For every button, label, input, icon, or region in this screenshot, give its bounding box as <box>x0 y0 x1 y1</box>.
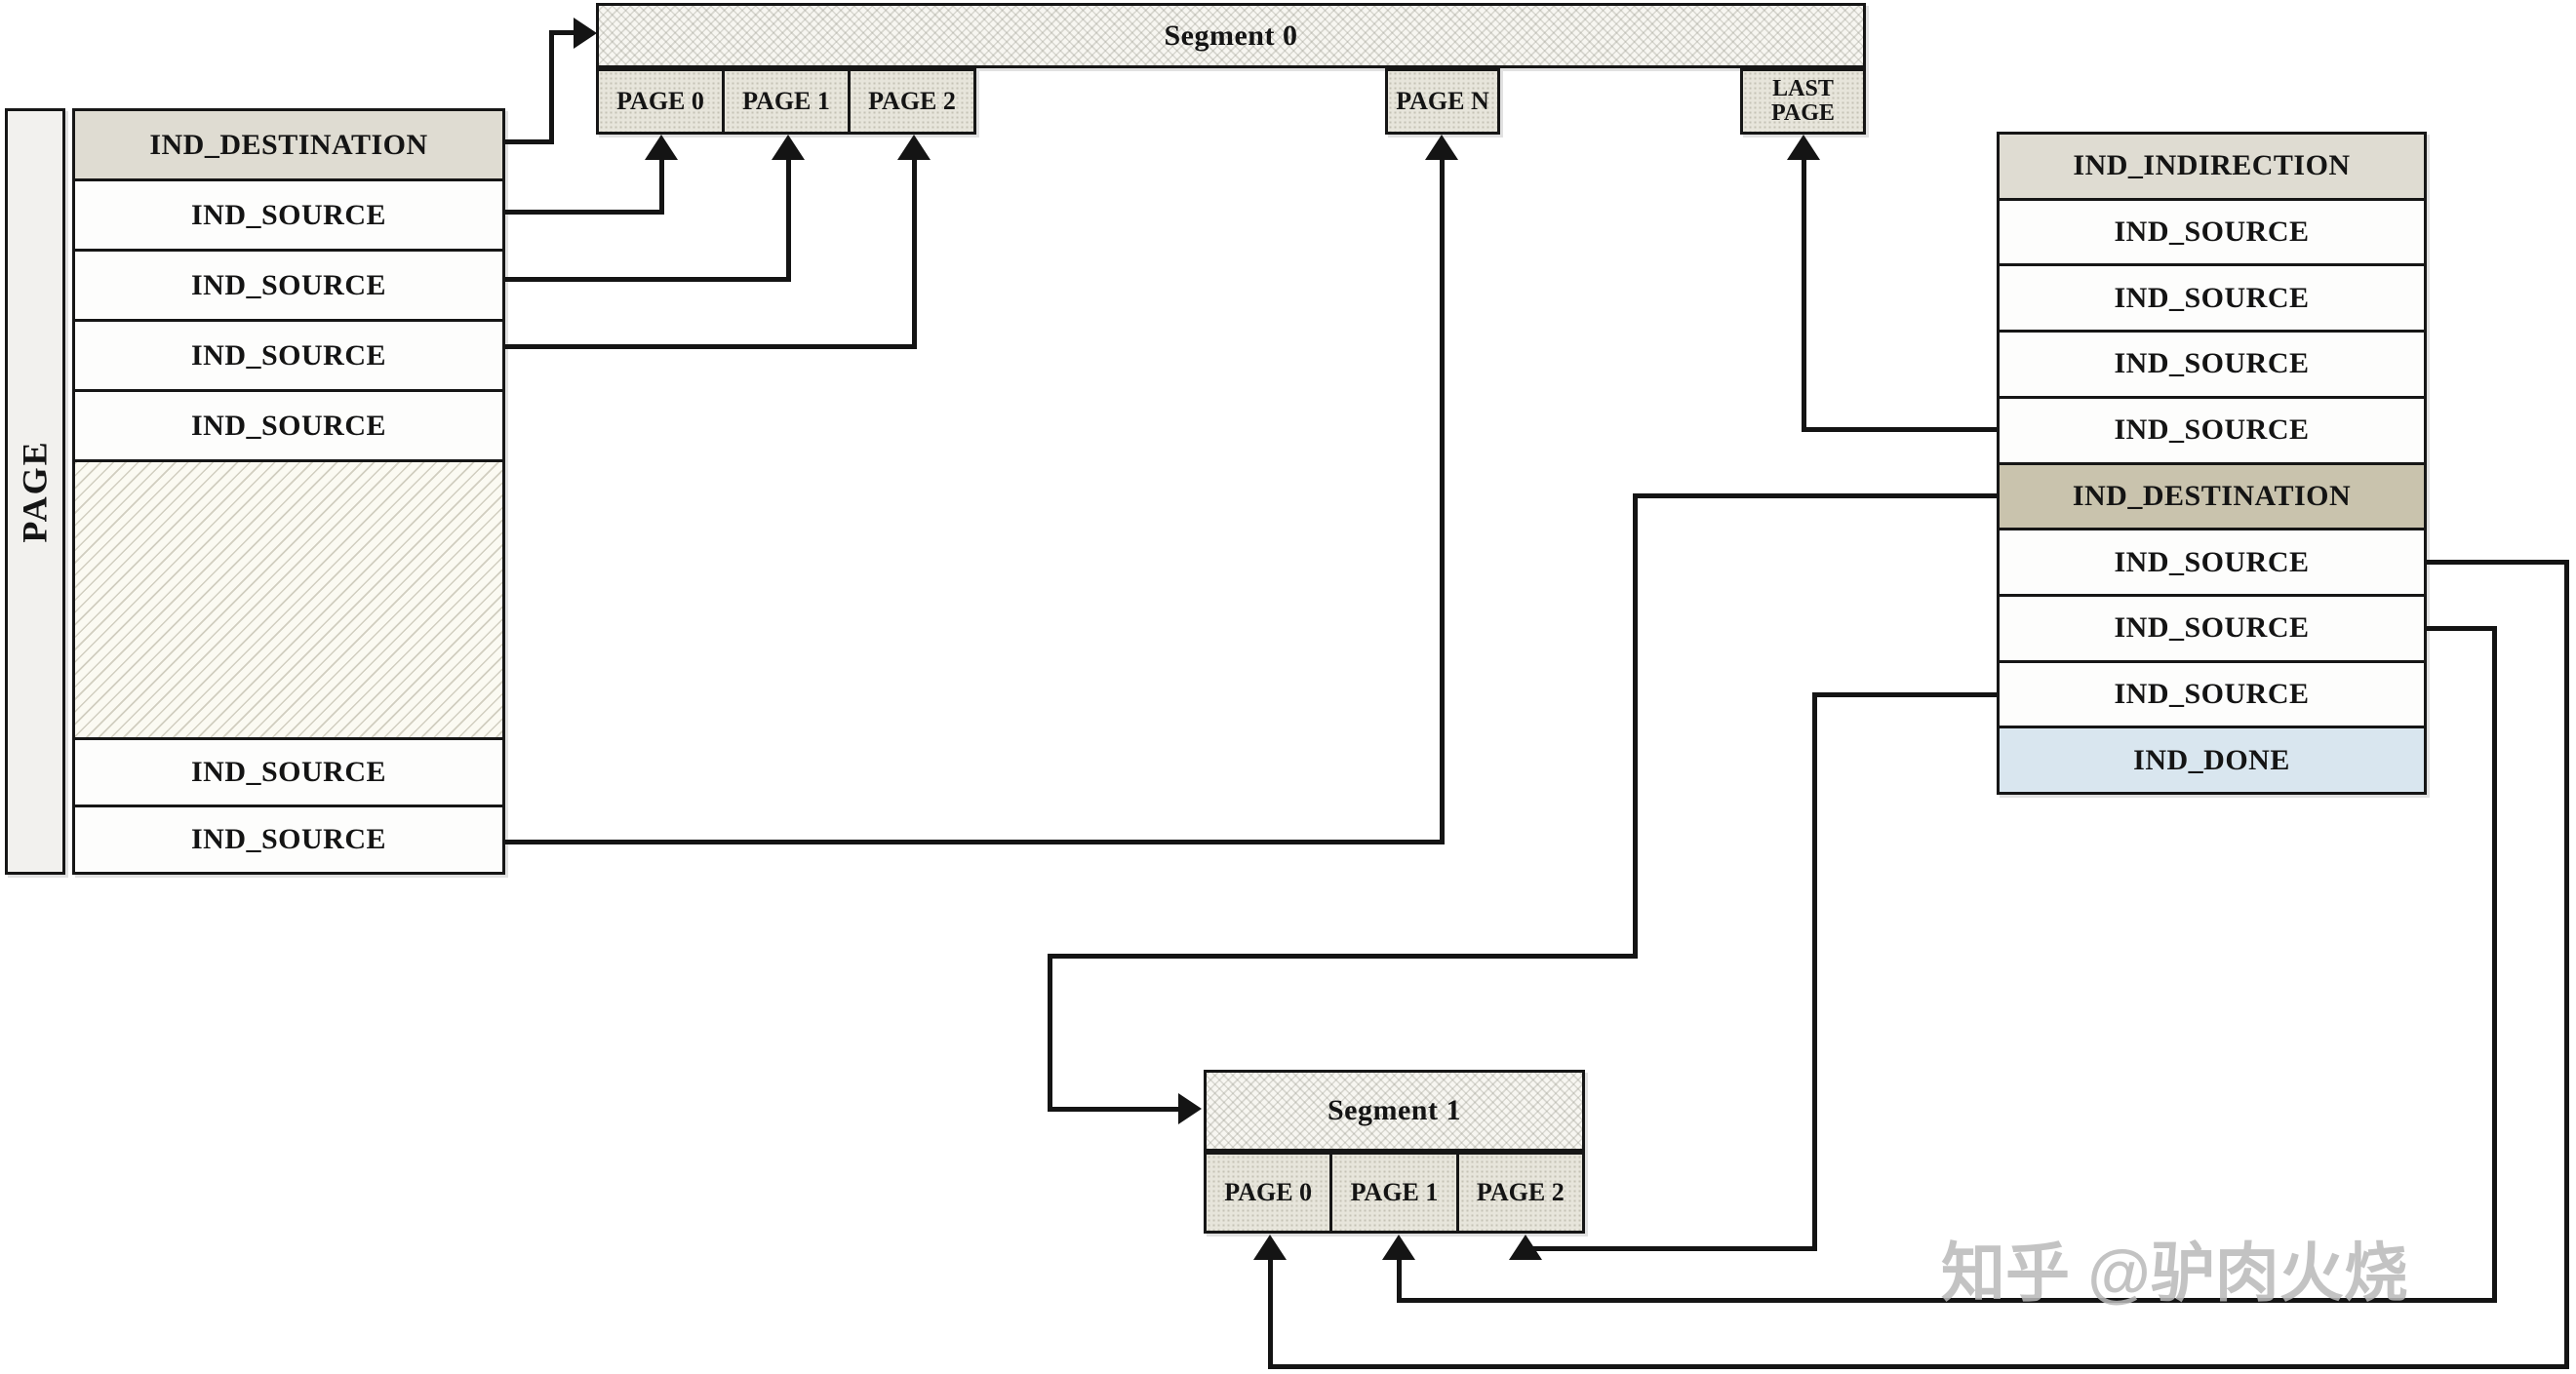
segment0-last-page: LAST PAGE <box>1740 68 1866 135</box>
conn-src6-pagen-h <box>505 840 1445 844</box>
conn-rdest-seg1-h3 <box>1050 1107 1180 1112</box>
conn-rsrc4-lastpage-v <box>1802 158 1806 432</box>
conn-dest-seg0-h2 <box>554 30 575 35</box>
left-table-empty-hatched-region <box>75 459 502 737</box>
conn-src3-page2-v <box>912 158 917 349</box>
left-row-ind-source-1: IND_SOURCE <box>75 178 502 249</box>
page-sidebar: PAGE <box>5 108 65 875</box>
segment1-bar: Segment 1 <box>1204 1070 1585 1152</box>
conn-rsrc6-s1page1-v1 <box>2492 626 2497 1303</box>
segment0-bar: Segment 0 <box>596 3 1866 68</box>
segment1-page2: PAGE 2 <box>1455 1155 1582 1231</box>
arrowhead-into-page0-icon <box>645 135 678 160</box>
ind-row-source-7: IND_SOURCE <box>2000 659 2424 726</box>
conn-src1-page0-h <box>505 210 664 215</box>
left-row-ind-destination: IND_DESTINATION <box>75 111 502 178</box>
segment1-page-group: PAGE 0 PAGE 1 PAGE 2 <box>1204 1152 1585 1234</box>
arrowhead-into-s1page1-icon <box>1382 1235 1415 1260</box>
left-page-table: IND_DESTINATION IND_SOURCE IND_SOURCE IN… <box>72 108 505 875</box>
conn-src6-pagen-v <box>1440 158 1445 844</box>
conn-rsrc7-s1page2-v1 <box>1812 692 1817 1251</box>
segment1-page0: PAGE 0 <box>1224 1178 1313 1206</box>
conn-rsrc7-s1page2-h1 <box>1814 692 1997 697</box>
conn-rsrc7-s1page2-h2 <box>1524 1246 1817 1251</box>
conn-src3-page2-h <box>505 344 917 349</box>
conn-rdest-seg1-v2 <box>1048 954 1052 1112</box>
segment0-title: Segment 0 <box>1164 19 1298 52</box>
segment1-title: Segment 1 <box>1328 1094 1461 1126</box>
conn-dest-seg0-v1 <box>549 30 554 144</box>
conn-dest-seg0-h1 <box>505 139 554 144</box>
conn-rsrc6-s1page1-h2 <box>1397 1298 2497 1303</box>
last-page-line1: LAST <box>1772 75 1834 101</box>
segment0-page2: PAGE 2 <box>848 71 973 132</box>
arrowhead-into-s1page0-icon <box>1253 1235 1287 1260</box>
left-row-ind-source-6: IND_SOURCE <box>75 805 502 872</box>
conn-rdest-seg1-h2 <box>1050 954 1638 959</box>
conn-rsrc6-s1page1-v2 <box>1397 1260 1402 1303</box>
conn-rsrc5-s1page0-v2 <box>1268 1258 1273 1369</box>
conn-rdest-seg1-v1 <box>1633 493 1638 959</box>
conn-src2-page1-h <box>505 277 791 282</box>
left-row-ind-source-3: IND_SOURCE <box>75 319 502 389</box>
conn-rsrc5-s1page0-h2 <box>1268 1364 2569 1369</box>
conn-rsrc5-s1page0-h1 <box>2427 560 2569 565</box>
segment0-page1: PAGE 1 <box>722 71 848 132</box>
arrowhead-into-segment1-icon <box>1178 1093 1202 1124</box>
segment0-page0: PAGE 0 <box>616 87 704 115</box>
ind-row-source-3: IND_SOURCE <box>2000 330 2424 396</box>
arrowhead-into-s1page2-icon <box>1509 1235 1542 1260</box>
ind-row-destination: IND_DESTINATION <box>2000 461 2424 529</box>
segment0-page-n: PAGE N <box>1385 68 1500 135</box>
ind-row-source-5: IND_SOURCE <box>2000 528 2424 594</box>
segment0-page-group: PAGE 0 PAGE 1 PAGE 2 <box>596 68 976 135</box>
conn-src2-page1-v <box>786 158 791 282</box>
conn-rdest-seg1-h1 <box>1635 493 1997 498</box>
arrowhead-into-lastpage-icon <box>1787 135 1820 160</box>
ind-row-source-1: IND_SOURCE <box>2000 197 2424 264</box>
conn-src1-page0-v <box>659 158 664 215</box>
indirection-table: IND_INDIRECTION IND_SOURCE IND_SOURCE IN… <box>1997 132 2427 795</box>
arrowhead-into-segment0-icon <box>574 18 597 49</box>
left-row-ind-source-2: IND_SOURCE <box>75 249 502 319</box>
zhihu-watermark: 知乎 @驴肉火烧 <box>1941 1237 2408 1309</box>
conn-rsrc4-lastpage-h <box>1803 427 1997 432</box>
ind-row-source-6: IND_SOURCE <box>2000 593 2424 660</box>
conn-rsrc5-s1page0-v1 <box>2564 560 2569 1369</box>
ind-row-source-4: IND_SOURCE <box>2000 395 2424 462</box>
page-sidebar-label: PAGE <box>16 440 55 543</box>
left-row-ind-source-5: IND_SOURCE <box>75 737 502 805</box>
conn-rsrc6-s1page1-h1 <box>2427 626 2497 631</box>
arrowhead-into-pagen-icon <box>1425 135 1458 160</box>
segment1-page1: PAGE 1 <box>1329 1155 1455 1231</box>
ind-row-indirection: IND_INDIRECTION <box>2000 135 2424 198</box>
arrowhead-into-page2-icon <box>897 135 931 160</box>
last-page-line2: PAGE <box>1771 100 1835 126</box>
ind-row-done: IND_DONE <box>2000 726 2424 793</box>
arrowhead-into-page1-icon <box>772 135 805 160</box>
left-row-ind-source-4: IND_SOURCE <box>75 389 502 459</box>
ind-row-source-2: IND_SOURCE <box>2000 263 2424 331</box>
